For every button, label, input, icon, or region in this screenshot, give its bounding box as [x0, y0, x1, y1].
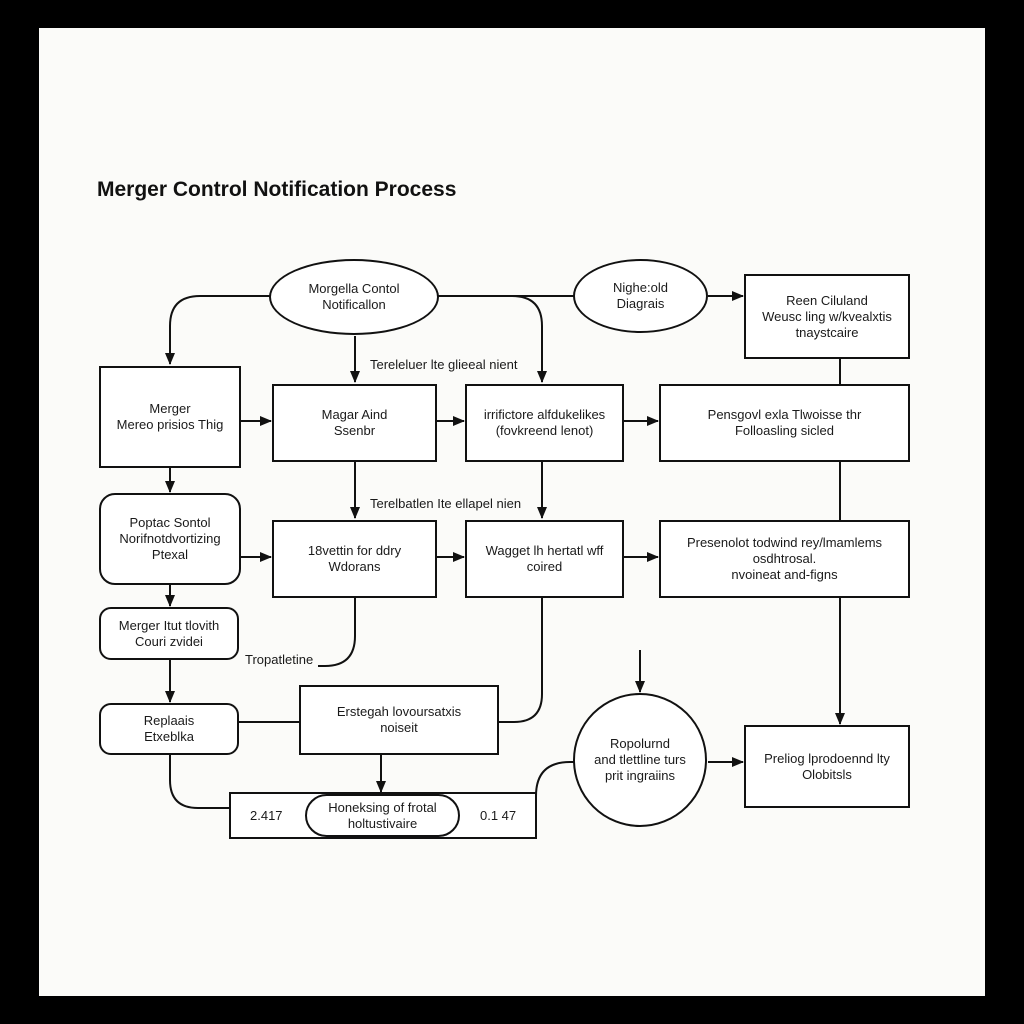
- magar-box: Magar Aind Ssenbr: [272, 384, 437, 462]
- pensgovl-box: Pensgovl exla Tlwoisse thr Folloasling s…: [659, 384, 910, 462]
- poptac-box: Poptac Sontol Norifnotdvortizing Ptexal: [99, 493, 241, 585]
- diagram-title: Merger Control Notification Process: [97, 178, 457, 201]
- connector-wagget-to-erstegah: [498, 598, 543, 723]
- reen-box: Reen Ciluland Weusc ling w/kvealxtis tna…: [744, 274, 910, 359]
- eighteen-box: 18vettin for ddry Wdorans: [272, 520, 437, 598]
- wagget-box: Wagget lh hertatl wff coired: [465, 520, 624, 598]
- bar-left-value: 2.417: [250, 808, 283, 823]
- start-ellipse: Morgella Contol Notificallon: [269, 259, 439, 335]
- connector-bar-to-circle: [535, 761, 574, 808]
- connector-start-to-merger: [165, 295, 270, 365]
- connector-replaais-to-bar: [169, 755, 230, 809]
- middle-connector-label: Terelbatlen Ite ellapel nien: [370, 496, 522, 511]
- merger-tut-box: Merger Itut tlovith Couri zvidei: [99, 607, 239, 660]
- night-ellipse: Nighe:old Diagrais: [573, 259, 708, 333]
- monitoring-pill: Honeksing of frotal holtustivaire: [305, 794, 460, 837]
- merger-box: Merger Mereo prisios Thig: [99, 366, 241, 468]
- upper-connector-label: Tereleluer lte glieeal nient: [370, 357, 518, 372]
- roposlurnd-circle: Ropolurnd and tlettline turs prit ingrai…: [573, 693, 707, 827]
- bar-right-value: 0.1 47: [480, 808, 517, 823]
- replaais-box: Replaais Etxeblka: [99, 703, 239, 755]
- preliog-box: Preliog lprodoennd lty Olobitsls: [744, 725, 910, 808]
- erstegah-box: Erstegah lovoursatxis noiseit: [299, 685, 499, 755]
- connector-eighteen-to-tropatletine: [318, 598, 356, 667]
- presenolot-box: Presenolot todwind rey/lmamlems osdhtros…: [659, 520, 910, 598]
- tropatletine-label: Tropatletine: [245, 652, 314, 667]
- irrifictore-box: irrifictore alfdukelikes (fovkreend leno…: [465, 384, 624, 462]
